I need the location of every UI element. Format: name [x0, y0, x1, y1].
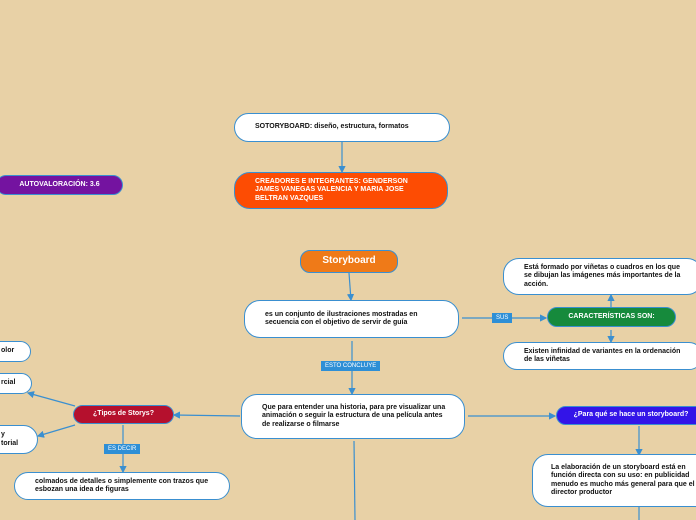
why-answer-text: La elaboración de un storyboard está en … [551, 463, 695, 497]
connector-label-es-decir: ES DECIR [104, 444, 141, 454]
self-evaluation-node[interactable]: AUTOVALORACIÓN: 3.6 [0, 175, 123, 195]
types-node[interactable]: ¿Tipos de Storys? [73, 405, 174, 424]
title-node[interactable]: SOTORYBOARD: diseño, estructura, formato… [234, 113, 450, 142]
detail-text: colmados de detalles o simplemente con t… [35, 477, 209, 494]
self-evaluation-text: AUTOVALORACIÓN: 3.6 [19, 180, 100, 188]
characteristics-text: CARACTERÍSTICAS SON: [568, 312, 655, 320]
characteristic-1-text: Está formado por viñetas o cuadros en lo… [524, 263, 681, 288]
characteristic-1-node[interactable]: Está formado por viñetas o cuadros en lo… [503, 258, 696, 295]
central-topic-node[interactable]: Storyboard [300, 250, 398, 273]
title-text: SOTORYBOARD: diseño, estructura, formato… [255, 123, 409, 131]
connector-label-esto-concluye: ESTO CONCLUYE [321, 361, 381, 371]
characteristics-node[interactable]: CARACTERÍSTICAS SON: [547, 307, 676, 327]
types-text: ¿Tipos de Storys? [93, 410, 154, 418]
type-commercial-node[interactable]: rcial [0, 373, 32, 394]
characteristic-2-node[interactable]: Existen infinidad de variantes en la ord… [503, 342, 696, 370]
why-node[interactable]: ¿Para qué se hace un storyboard? [556, 406, 696, 425]
why-answer-node[interactable]: La elaboración de un storyboard está en … [532, 454, 696, 507]
definition-text: es un conjunto de ilustraciones mostrada… [265, 310, 418, 327]
type-color-node[interactable]: olor [0, 341, 31, 362]
central-topic-text: Storyboard [322, 255, 376, 267]
type-editorial-text: y torial [1, 431, 19, 447]
definition-node[interactable]: es un conjunto de ilustraciones mostrada… [244, 300, 459, 338]
type-commercial-text: rcial [1, 379, 16, 387]
characteristic-2-text: Existen infinidad de variantes en la ord… [524, 347, 681, 364]
creators-node[interactable]: CREADORES E INTEGRANTES: GENDERSON JAMES… [234, 172, 448, 209]
why-text: ¿Para qué se hace un storyboard? [573, 411, 689, 419]
type-editorial-node[interactable]: y torial [0, 425, 38, 454]
purpose-text: Que para entender una historia, para pre… [262, 403, 446, 428]
detail-node[interactable]: colmados de detalles o simplemente con t… [14, 472, 230, 500]
creators-text: CREADORES E INTEGRANTES: GENDERSON JAMES… [255, 177, 408, 202]
connector-label-sus: SUS [492, 313, 513, 323]
type-color-text: olor [1, 347, 15, 355]
purpose-node[interactable]: Que para entender una historia, para pre… [241, 394, 465, 439]
